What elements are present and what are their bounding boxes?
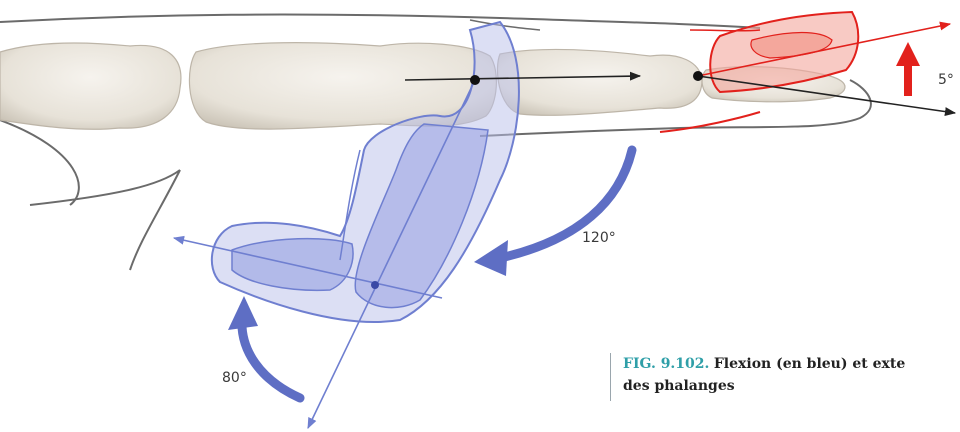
angle-label-80: 80°	[222, 370, 247, 386]
caption-line-1: FIG. 9.102. Flexion (en bleu) et exte	[623, 353, 960, 375]
metacarpal-bone	[0, 43, 181, 129]
caption-text-1: Flexion (en bleu) et exte	[714, 356, 905, 372]
angle-label-5: 5°	[938, 72, 954, 88]
figure-number: FIG. 9.102.	[623, 356, 709, 372]
joint-dot-flexed	[371, 281, 379, 289]
joint-dot-dip	[693, 71, 703, 81]
angle-label-120: 120°	[582, 230, 616, 246]
figure-caption: FIG. 9.102. Flexion (en bleu) et exte de…	[610, 353, 960, 401]
caption-text-2: des phalanges	[623, 375, 960, 397]
joint-dot-pip	[470, 75, 480, 85]
extension-arrow	[896, 42, 920, 96]
middle-phalanx	[497, 50, 702, 116]
